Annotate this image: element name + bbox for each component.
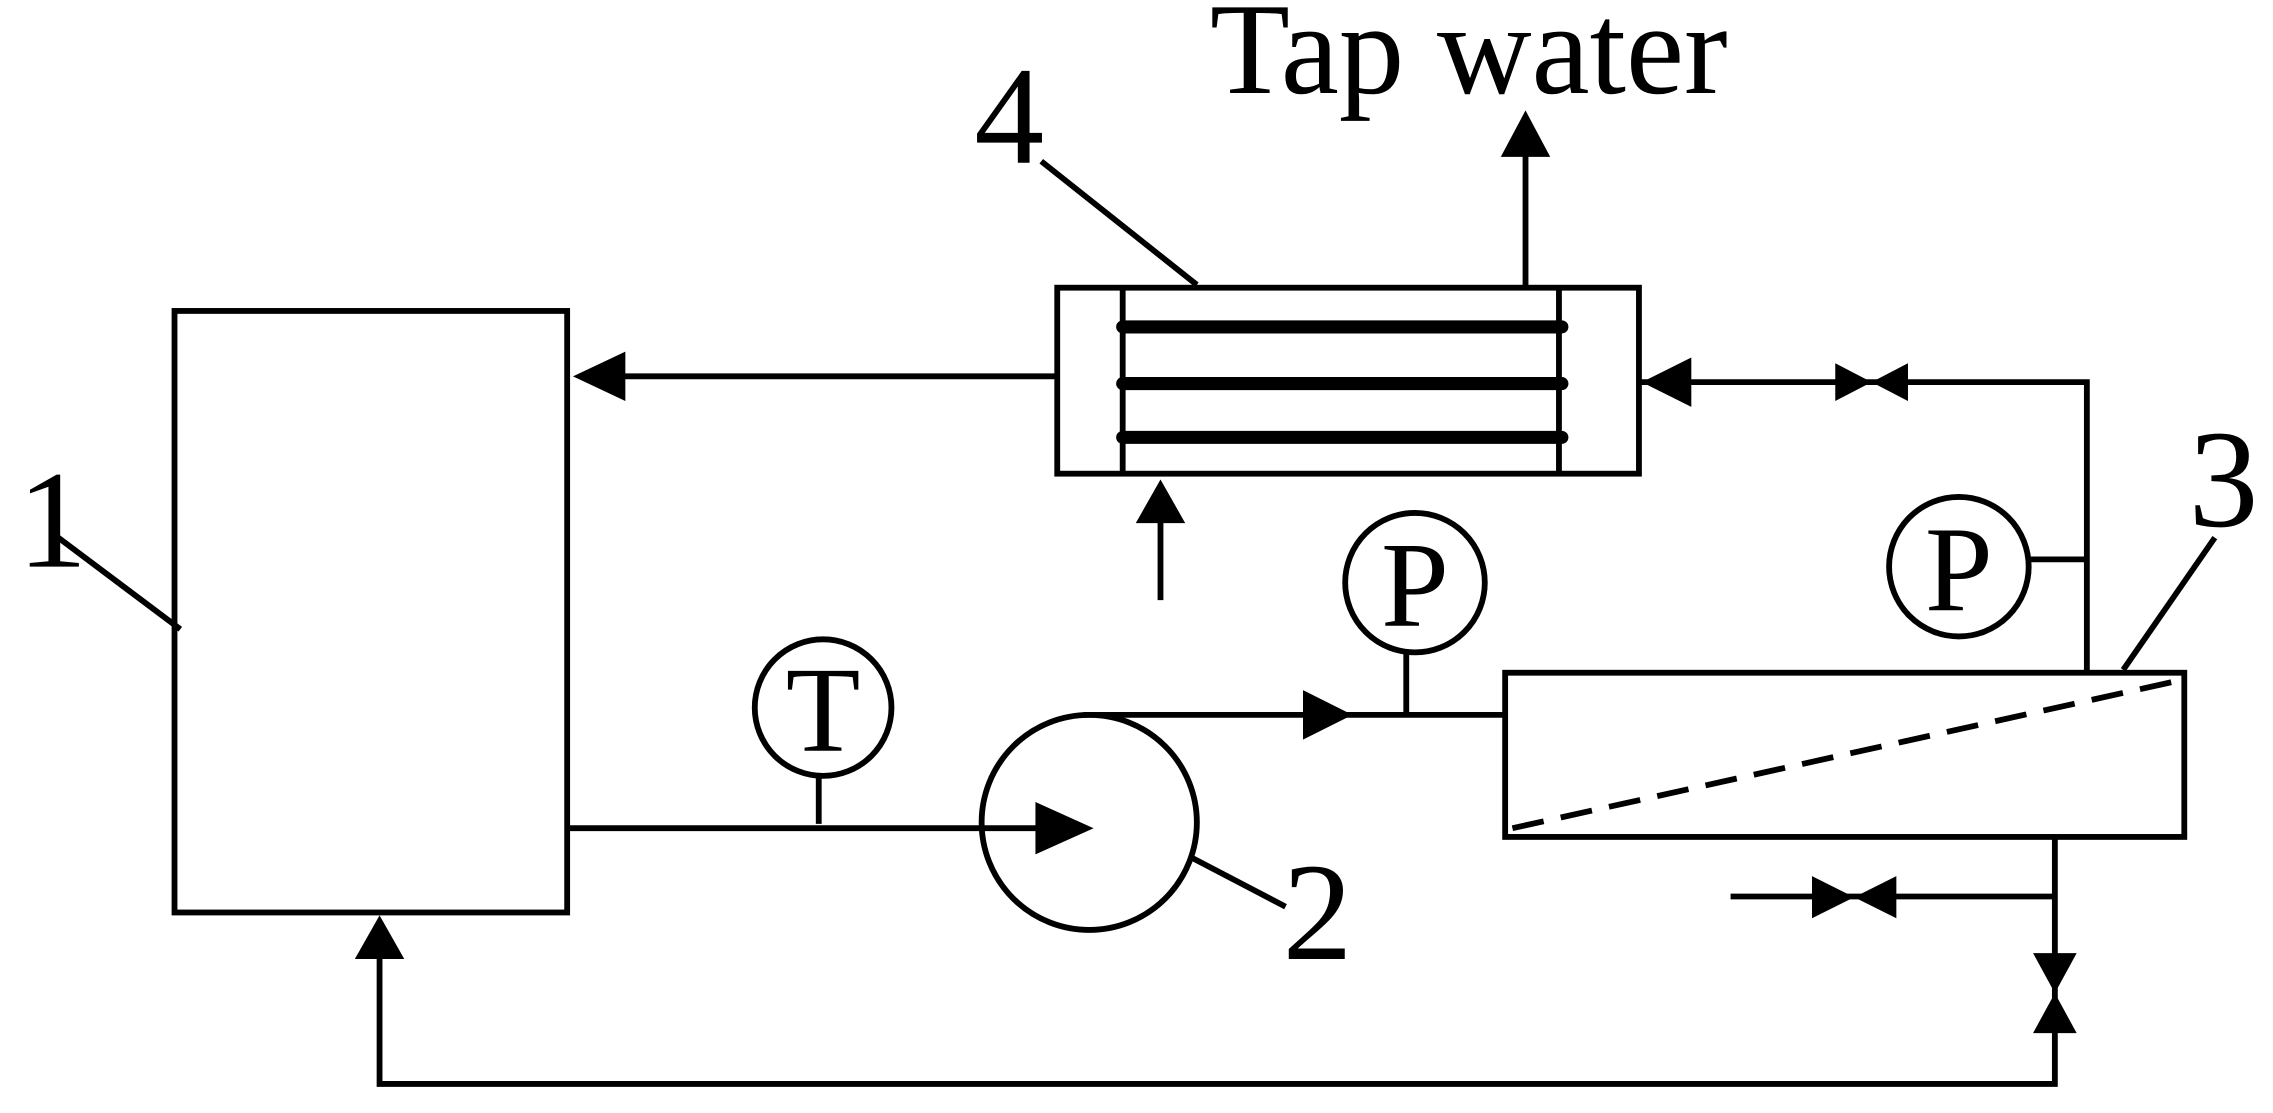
callout-leaders (56, 159, 2218, 910)
heat-exchanger (1054, 284, 1642, 477)
arrow-tap-water-out (1500, 110, 1551, 157)
tap-water-label: Tap water (1210, 0, 1728, 122)
membrane-module (1502, 669, 2188, 840)
pressure-gauge-inlet-circle (1342, 510, 1488, 656)
arrow-coolant-in (1135, 479, 1186, 524)
arrow-pump-discharge (1035, 802, 1094, 855)
feed-tank (171, 308, 571, 916)
pressure-gauge-inlet-label: P (1381, 518, 1449, 653)
valve-drain (1812, 876, 1897, 919)
component-label-4: 4 (974, 40, 1044, 194)
arrow-pump-outlet (1303, 690, 1353, 740)
valve-return (2033, 953, 2077, 1034)
pressure-gauge-outlet-label: P (1925, 502, 1993, 637)
arrow-into-heat-exchanger (1641, 357, 1692, 407)
membrane-dashed-line (1511, 677, 2183, 832)
component-label-1: 1 (17, 444, 87, 598)
pressure-gauge-outlet-circle (1886, 494, 2032, 640)
temperature-gauge-circle (751, 636, 895, 779)
pump (978, 711, 1200, 933)
arrow-return-to-tank (354, 915, 405, 959)
valve-retentate (1835, 363, 1908, 402)
temperature-gauge-label: T (786, 643, 861, 778)
component-label-3: 3 (2189, 403, 2259, 557)
arrow-into-tank-top (572, 351, 626, 402)
heat-exchanger-tubes (1116, 320, 1569, 444)
component-label-2: 2 (1283, 836, 1353, 990)
flow-arrows (354, 110, 1692, 959)
